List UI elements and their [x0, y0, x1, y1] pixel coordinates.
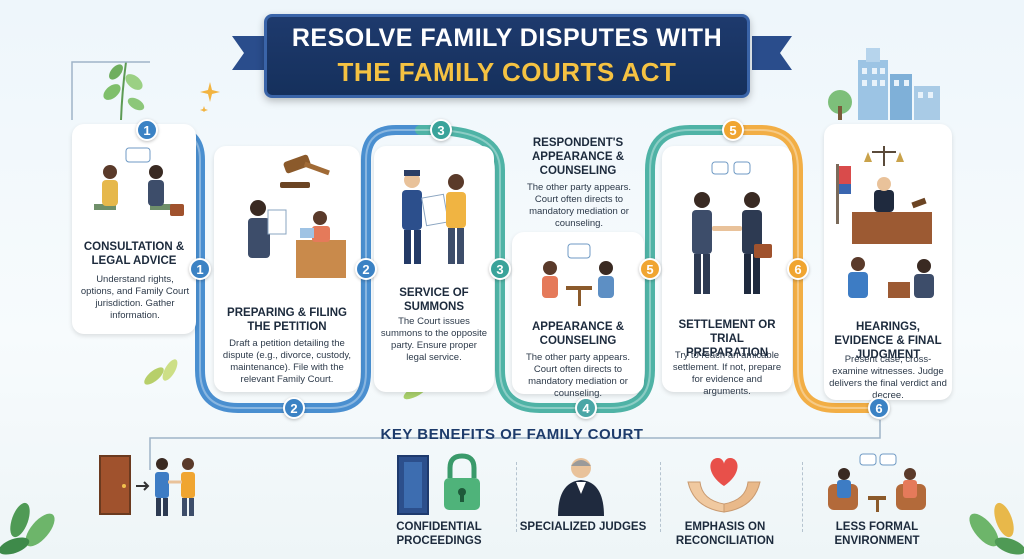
plant-icon — [0, 502, 55, 555]
step-2-badge-side: 2 — [355, 258, 377, 280]
step-1-panel: CONSULTATION & LEGAL ADVICE Understand r… — [72, 124, 196, 334]
step-4-badge: 4 — [575, 397, 597, 419]
step-6-panel: HEARINGS, EVIDENCE & FINAL JUDGMENT Pres… — [824, 124, 952, 401]
gavel-icon — [280, 154, 330, 188]
step-6-heading: HEARINGS, EVIDENCE & FINAL JUDGMENT — [834, 321, 942, 361]
step-3-badge: 3 — [430, 119, 452, 141]
benefit-divider — [660, 462, 661, 532]
step-4-description: The other party appears. Court often dir… — [525, 352, 631, 399]
lounge-chairs-icon — [828, 453, 926, 512]
lock-door-icon — [397, 453, 480, 515]
leaf-branch-icon — [103, 61, 145, 121]
leaf-sprout-icon — [144, 359, 178, 385]
step-3-panel: SERVICE OF SUMMONS The Court issues summ… — [374, 146, 494, 392]
step-3-badge-side: 3 — [489, 258, 511, 280]
step-4-heading: APPEARANCE & COUNSELING — [531, 321, 624, 347]
sparkle-icon — [200, 82, 220, 112]
benefit-divider — [516, 462, 517, 532]
benefit-specialized-label: SPECIALIZED JUDGES — [519, 521, 647, 533]
door-entry-icon — [99, 455, 195, 516]
summons-illustration-icon — [402, 170, 466, 264]
step-4-panel: APPEARANCE & COUNSELING The other party … — [512, 232, 644, 399]
step-5-badge: 5 — [722, 119, 744, 141]
step-1-badge: 1 — [136, 119, 158, 141]
handshake-illustration-icon — [692, 161, 772, 294]
heart-hands-icon — [687, 458, 761, 513]
step-1-heading: CONSULTATION & LEGAL ADVICE — [83, 241, 185, 267]
consultation-illustration-icon — [94, 147, 184, 216]
step-6-description: Present case, cross-examine witnesses. J… — [829, 354, 947, 401]
benefit-informal-label: LESS FORMAL ENVIRONMENT — [834, 521, 920, 547]
step-1-badge-side: 1 — [189, 258, 211, 280]
step-2-panel: PREPARING & FILING THE PETITION Draft a … — [214, 146, 360, 392]
step-2-badge: 2 — [283, 397, 305, 419]
plant-icon — [969, 502, 1024, 555]
step-1-description: Understand rights, options, and Family C… — [80, 274, 190, 321]
step-5-badge-side: 5 — [639, 258, 661, 280]
respondent-heading: RESPONDENT'S APPEARANCE & COUNSELING — [531, 137, 624, 177]
city-skyline-icon — [828, 48, 940, 120]
benefits-title: KEY BENEFITS OF FAMILY COURT — [380, 426, 644, 443]
step-3-heading: SERVICE OF SUMMONS — [399, 287, 469, 313]
title-banner: RESOLVE FAMILY DISPUTES WITH THE FAMILY … — [264, 14, 750, 98]
step-3-description: The Court issues summons to the opposite… — [380, 316, 488, 363]
step-6-badge-side: 6 — [787, 258, 809, 280]
courtroom-illustration-icon — [836, 146, 934, 298]
step-2-description: Draft a petition detailing the dispute (… — [222, 338, 352, 385]
respondent-description: The other party appears. Court often dir… — [526, 182, 632, 229]
counseling-illustration-icon — [542, 243, 614, 306]
benefit-reconciliation-label: EMPHASIS ON RECONCILIATION — [675, 521, 775, 547]
title-line-1: RESOLVE FAMILY DISPUTES WITH — [291, 24, 723, 52]
judge-icon — [558, 458, 604, 516]
step-5-description: Try to reach an amicable settlement. If … — [672, 350, 782, 397]
step-5-heading: SETTLEMENT OR TRIAL PREPARATION — [678, 319, 776, 359]
step-6-badge: 6 — [868, 397, 890, 419]
benefit-confidential-label: CONFIDENTIAL PROCEEDINGS — [396, 521, 482, 547]
step-5-panel: SETTLEMENT OR TRIAL PREPARATION Try to r… — [662, 146, 792, 397]
benefit-divider — [802, 462, 803, 532]
filing-illustration-icon — [248, 200, 346, 278]
title-line-2: THE FAMILY COURTS ACT — [337, 57, 677, 87]
step-2-heading: PREPARING & FILING THE PETITION — [227, 307, 347, 333]
